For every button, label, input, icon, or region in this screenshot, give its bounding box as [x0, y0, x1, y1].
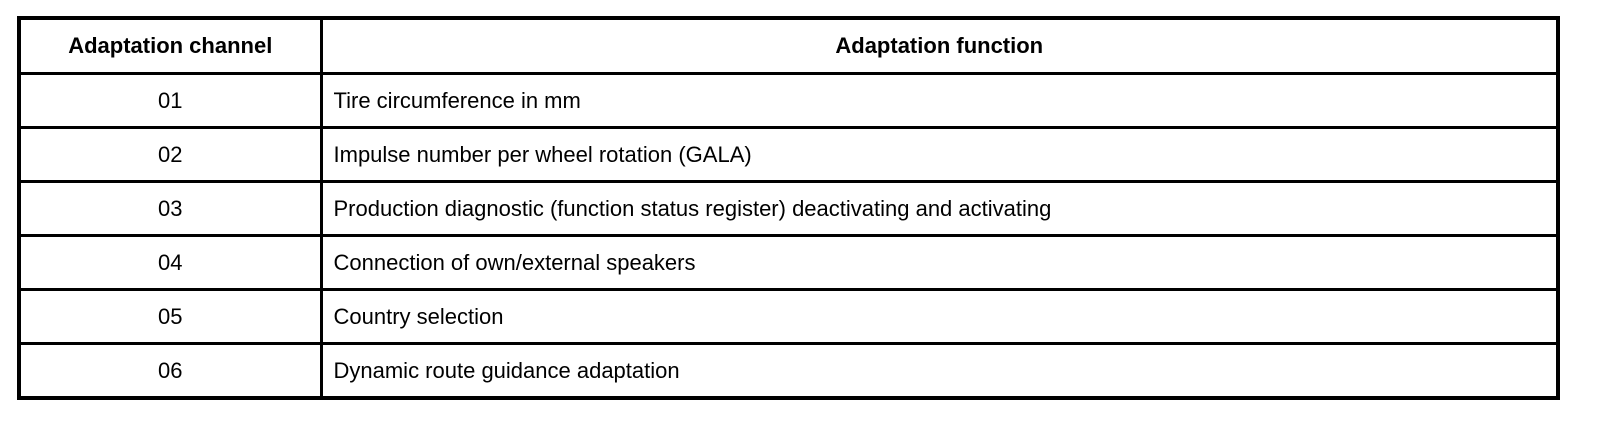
table-header: Adaptation channel Adaptation function: [17, 16, 1560, 75]
channel-cell: 06: [17, 342, 323, 400]
function-cell: Country selection: [319, 288, 1560, 345]
column-header-adaptation-channel: Adaptation channel: [17, 16, 323, 75]
channel-cell: 03: [17, 180, 323, 237]
table-row: 03 Production diagnostic (function statu…: [17, 180, 1560, 237]
column-header-adaptation-function: Adaptation function: [319, 16, 1560, 75]
table-row: 05 Country selection: [17, 288, 1560, 345]
channel-cell: 01: [17, 72, 323, 129]
function-cell: Connection of own/external speakers: [319, 234, 1560, 291]
channel-cell: 02: [17, 126, 323, 183]
header-row: Adaptation channel Adaptation function: [17, 16, 1560, 75]
function-cell: Tire circumference in mm: [319, 72, 1560, 129]
table-row: 06 Dynamic route guidance adaptation: [17, 342, 1560, 400]
table-row: 01 Tire circumference in mm: [17, 72, 1560, 129]
function-cell: Impulse number per wheel rotation (GALA): [319, 126, 1560, 183]
table-row: 04 Connection of own/external speakers: [17, 234, 1560, 291]
channel-cell: 05: [17, 288, 323, 345]
channel-cell: 04: [17, 234, 323, 291]
adaptation-channel-table: Adaptation channel Adaptation function 0…: [17, 16, 1560, 400]
table-row: 02 Impulse number per wheel rotation (GA…: [17, 126, 1560, 183]
table-body: 01 Tire circumference in mm 02 Impulse n…: [17, 72, 1560, 400]
function-cell: Dynamic route guidance adaptation: [319, 342, 1560, 400]
function-cell: Production diagnostic (function status r…: [319, 180, 1560, 237]
